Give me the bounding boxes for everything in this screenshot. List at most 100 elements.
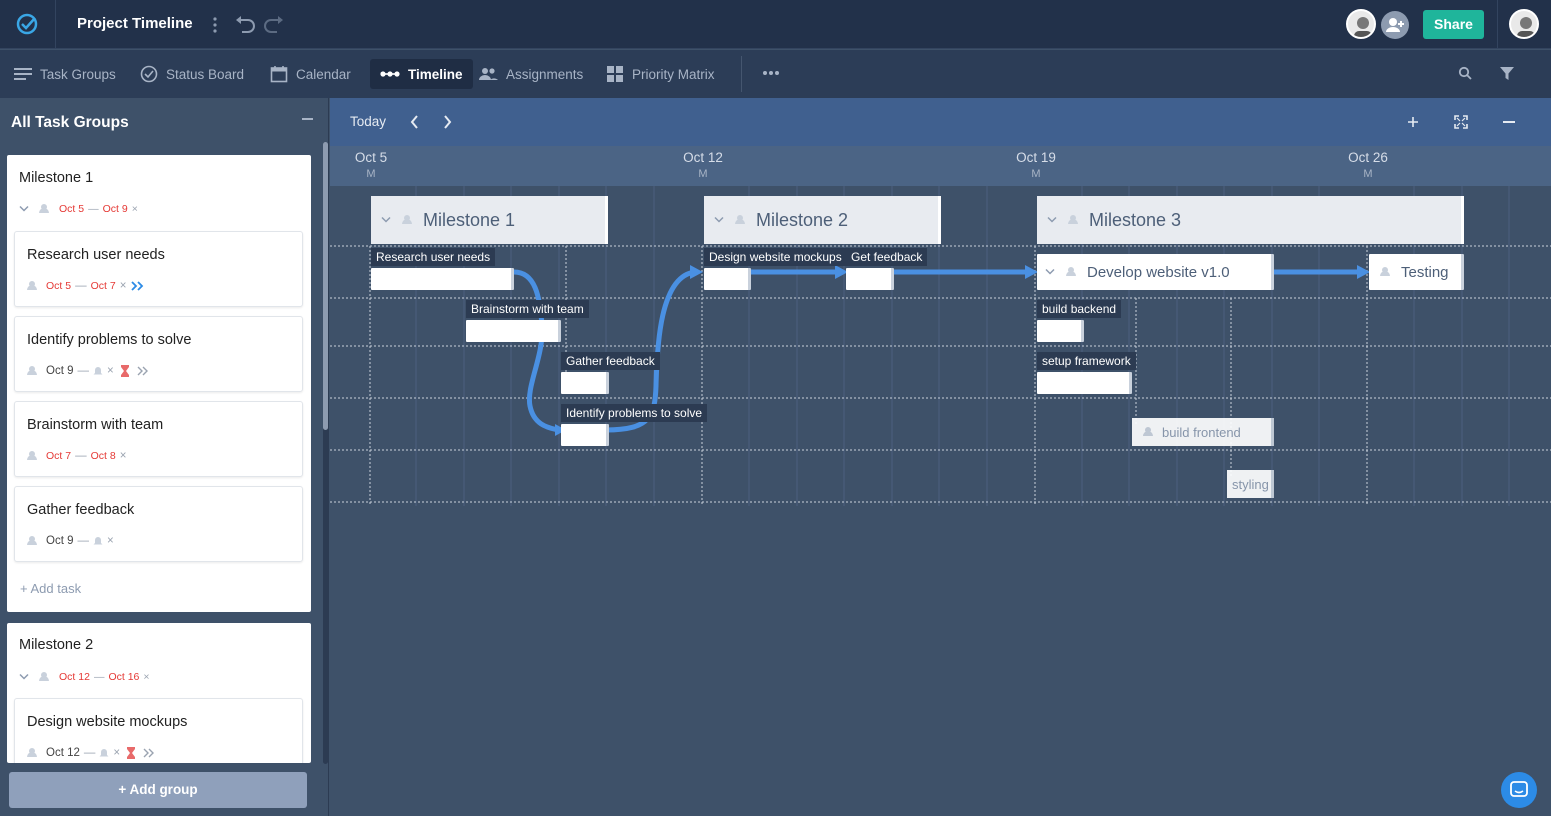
assignee-placeholder-icon[interactable] xyxy=(1140,426,1156,438)
chevron-down-icon[interactable] xyxy=(19,205,29,213)
assignee-placeholder-icon[interactable] xyxy=(24,535,42,547)
task-start-date[interactable]: Oct 9 xyxy=(46,365,74,377)
assignee-placeholder-icon[interactable] xyxy=(24,280,42,292)
chevron-down-icon[interactable] xyxy=(1045,268,1055,276)
add-user-button[interactable] xyxy=(1381,11,1409,39)
more-vertical-icon[interactable] xyxy=(210,16,220,34)
dependency-arrows-icon[interactable] xyxy=(142,748,156,758)
profile-avatar[interactable] xyxy=(1509,9,1539,39)
app-logo-icon[interactable] xyxy=(15,12,39,36)
task-bar[interactable] xyxy=(561,372,609,394)
today-button[interactable]: Today xyxy=(350,114,387,129)
reminder-bell-icon[interactable] xyxy=(99,748,109,759)
task-start-date[interactable]: Oct 9 xyxy=(46,535,74,547)
task-bar[interactable] xyxy=(1037,372,1132,394)
assignee-placeholder-icon[interactable] xyxy=(1063,266,1079,278)
group-end-date[interactable]: Oct 9 xyxy=(102,203,128,215)
group-start-date[interactable]: Oct 12 xyxy=(59,671,90,683)
task-bar-build-frontend[interactable]: build frontend xyxy=(1132,418,1274,446)
task-card[interactable]: Identify problems to solve Oct 9— × xyxy=(14,316,303,392)
clear-date-icon[interactable]: × xyxy=(131,203,138,215)
tab-status-board[interactable]: Status Board xyxy=(132,59,252,89)
assignee-placeholder-icon[interactable] xyxy=(399,214,415,226)
clear-date-icon[interactable]: × xyxy=(113,747,121,759)
chevron-right-icon[interactable] xyxy=(442,115,452,129)
undo-icon[interactable] xyxy=(234,15,256,33)
task-end-date[interactable]: Oct 7 xyxy=(90,280,116,292)
milestone-bar[interactable]: Milestone 3 xyxy=(1037,196,1464,244)
group-end-date[interactable]: Oct 16 xyxy=(108,671,140,683)
share-button[interactable]: Share xyxy=(1423,10,1484,39)
hourglass-icon[interactable] xyxy=(124,746,138,760)
assignee-placeholder-icon[interactable] xyxy=(1377,266,1393,278)
milestone-bar[interactable]: Milestone 2 xyxy=(704,196,941,244)
task-bar[interactable] xyxy=(466,320,561,342)
hourglass-icon[interactable] xyxy=(118,364,132,378)
chat-support-button[interactable] xyxy=(1501,772,1537,808)
chevron-left-icon[interactable] xyxy=(410,115,420,129)
clear-date-icon[interactable]: × xyxy=(119,450,127,462)
sidebar-scrollbar[interactable] xyxy=(323,142,328,764)
chevron-down-icon[interactable] xyxy=(19,673,29,681)
clear-date-icon[interactable]: × xyxy=(143,671,150,683)
collaborator-avatar[interactable] xyxy=(1346,9,1376,39)
task-card[interactable]: Gather feedback Oct 9— × xyxy=(14,486,303,562)
task-start-date[interactable]: Oct 5 xyxy=(46,280,72,292)
assignee-placeholder-icon[interactable] xyxy=(732,214,748,226)
sidebar-scrollbar-thumb[interactable] xyxy=(323,142,328,430)
clear-date-icon[interactable]: × xyxy=(106,535,114,547)
search-icon[interactable] xyxy=(1458,66,1472,80)
clear-date-icon[interactable]: × xyxy=(119,280,127,292)
project-title[interactable]: Project Timeline xyxy=(77,15,193,32)
tab-timeline[interactable]: Timeline xyxy=(370,59,473,89)
more-horizontal-icon[interactable] xyxy=(762,70,780,76)
collapse-sidebar-button[interactable] xyxy=(302,118,313,120)
task-bar[interactable] xyxy=(704,268,751,290)
zoom-out-icon[interactable] xyxy=(1503,121,1515,123)
assignee-placeholder-icon[interactable] xyxy=(24,747,42,759)
assignee-placeholder-icon[interactable] xyxy=(24,365,42,377)
task-bar[interactable] xyxy=(1037,320,1084,342)
assignee-placeholder-icon[interactable] xyxy=(33,671,55,683)
fullscreen-icon[interactable] xyxy=(1454,115,1468,129)
assignee-placeholder-icon[interactable] xyxy=(24,450,42,462)
group-name[interactable]: Milestone 1 xyxy=(19,170,94,186)
filter-icon[interactable] xyxy=(1499,66,1515,81)
task-card[interactable]: Brainstorm with team Oct 7— Oct 8 × xyxy=(14,401,303,477)
reminder-bell-icon[interactable] xyxy=(93,366,103,377)
add-group-button[interactable]: + Add group xyxy=(9,772,307,808)
task-bar[interactable] xyxy=(561,424,609,446)
dependency-arrows-icon[interactable] xyxy=(136,366,150,376)
task-bar-testing[interactable]: Testing xyxy=(1369,254,1464,290)
tab-task-groups[interactable]: Task Groups xyxy=(6,59,124,89)
weekday-label: M xyxy=(1363,168,1373,180)
add-task-link[interactable]: + Add task xyxy=(20,581,82,596)
task-bar-label: Gather feedback xyxy=(561,352,660,370)
group-name[interactable]: Milestone 2 xyxy=(19,637,94,653)
task-name: build frontend xyxy=(1162,424,1241,440)
tab-priority-matrix[interactable]: Priority Matrix xyxy=(598,59,723,89)
task-start-date[interactable]: Oct 12 xyxy=(46,747,80,759)
chevron-down-icon[interactable] xyxy=(1047,216,1057,224)
task-start-date[interactable]: Oct 7 xyxy=(46,450,72,462)
chevron-down-icon[interactable] xyxy=(381,216,391,224)
task-bar-develop[interactable]: Develop website v1.0 xyxy=(1037,254,1274,290)
task-card[interactable]: Research user needs Oct 5— Oct 7 × xyxy=(14,231,303,307)
task-bar[interactable] xyxy=(371,268,514,290)
task-end-date[interactable]: Oct 8 xyxy=(90,450,116,462)
milestone-bar[interactable]: Milestone 1 xyxy=(371,196,608,244)
redo-icon[interactable] xyxy=(263,15,285,33)
task-card[interactable]: Design website mockups Oct 12— × xyxy=(14,698,303,763)
reminder-bell-icon[interactable] xyxy=(93,536,103,547)
task-bar-styling[interactable]: styling xyxy=(1227,470,1274,498)
tab-assignments[interactable]: Assignments xyxy=(470,59,591,89)
tab-calendar[interactable]: Calendar xyxy=(262,59,359,89)
zoom-in-icon[interactable] xyxy=(1407,116,1419,128)
group-start-date[interactable]: Oct 5 xyxy=(59,203,85,215)
dependency-arrows-icon[interactable] xyxy=(130,281,146,291)
assignee-placeholder-icon[interactable] xyxy=(1065,214,1081,226)
chevron-down-icon[interactable] xyxy=(714,216,724,224)
assignee-placeholder-icon[interactable] xyxy=(33,203,55,215)
clear-date-icon[interactable]: × xyxy=(106,365,114,377)
task-bar[interactable] xyxy=(846,268,894,290)
